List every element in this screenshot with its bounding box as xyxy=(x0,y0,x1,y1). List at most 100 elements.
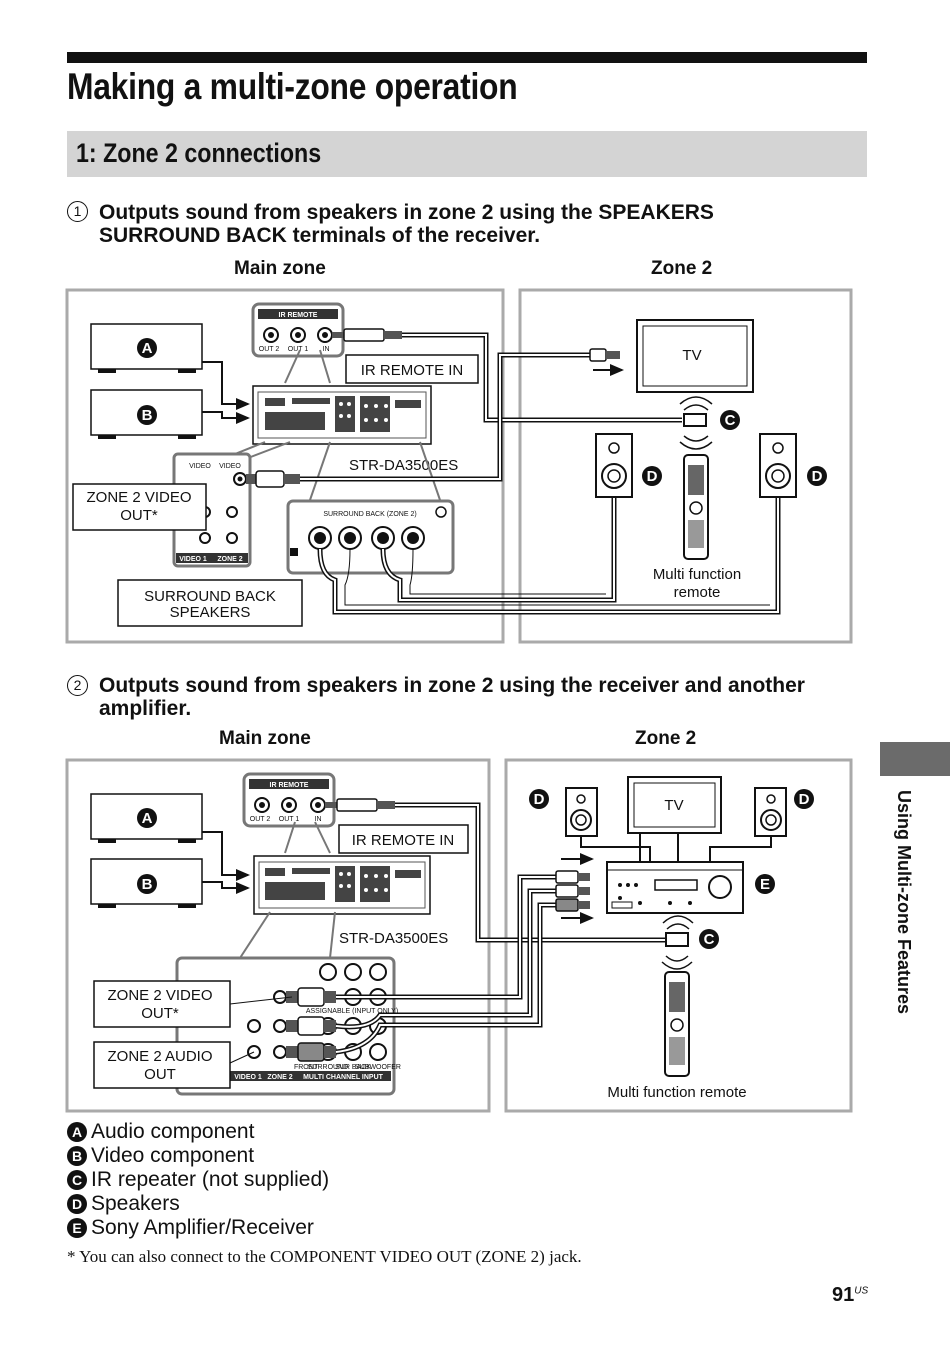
d1-tv: TV xyxy=(636,319,754,393)
svg-text:TV: TV xyxy=(664,797,683,814)
legend-text: Speakers xyxy=(91,1192,180,1215)
d1-multi-function-remote xyxy=(683,454,709,560)
legend-badge: B xyxy=(67,1146,87,1166)
svg-text:ZONE 2: ZONE 2 xyxy=(217,556,242,563)
svg-text:SUR BACK: SUR BACK xyxy=(335,1064,371,1071)
svg-text:IR REMOTE: IR REMOTE xyxy=(279,312,318,319)
svg-text:E: E xyxy=(760,876,770,893)
svg-text:B: B xyxy=(142,876,153,893)
svg-text:ZONE 2: ZONE 2 xyxy=(267,1074,292,1081)
svg-text:IN: IN xyxy=(315,816,322,823)
svg-text:MULTI CHANNEL INPUT: MULTI CHANNEL INPUT xyxy=(303,1074,384,1081)
d2-tv: TV xyxy=(627,776,722,834)
d1-ir-remote-in-label: IR REMOTE IN xyxy=(361,362,464,379)
d2-main-zone-frame xyxy=(65,758,491,1113)
svg-text:D: D xyxy=(799,791,810,808)
svg-text:D: D xyxy=(647,468,658,485)
legend-badge: E xyxy=(67,1218,87,1238)
legend-text: Video component xyxy=(91,1144,255,1167)
side-tab-text: Using Multi-zone Features xyxy=(894,790,914,1015)
svg-text:D: D xyxy=(812,468,823,485)
d2-ir-repeater: C xyxy=(661,915,719,970)
legend-badge: D xyxy=(67,1194,87,1214)
svg-text:C: C xyxy=(704,931,715,948)
d1-ir-remote-panel: IR REMOTE OUT 2 OUT 1 IN xyxy=(251,302,345,358)
d2-ir-remote-in-label: IR REMOTE IN xyxy=(352,832,455,849)
diagram-1: A B IR REMOTE OUT 2 OUT 1 IN xyxy=(65,288,853,644)
d1-video-component: B xyxy=(90,389,203,439)
d1-main-zone-frame xyxy=(65,288,505,644)
svg-text:OUT 2: OUT 2 xyxy=(250,816,271,823)
step1-text: Outputs sound from speakers in zone 2 us… xyxy=(99,201,714,247)
svg-text:VIDEO 1: VIDEO 1 xyxy=(179,556,207,563)
d2-audio-component: A xyxy=(90,793,203,843)
svg-text:A: A xyxy=(142,810,153,827)
page-number-value: 91 xyxy=(832,1284,855,1306)
d2-video-component: B xyxy=(90,858,203,908)
page-number: 91US xyxy=(832,1284,868,1307)
legend-text: IR repeater (not supplied) xyxy=(91,1168,330,1191)
d2-rca-plugs xyxy=(286,987,336,1062)
step2-number: 2 xyxy=(67,675,88,696)
svg-text:SUBWOOFER: SUBWOOFER xyxy=(355,1064,401,1071)
svg-text:TV: TV xyxy=(682,347,701,364)
d2-speaker-left: D xyxy=(529,787,598,837)
svg-text:VIDEO 1: VIDEO 1 xyxy=(234,1074,262,1081)
step1-number-circle: 1 xyxy=(67,201,88,222)
step1-zone2-label: Zone 2 xyxy=(651,258,713,279)
svg-text:OUT 1: OUT 1 xyxy=(288,346,309,353)
svg-text:FRONT: FRONT xyxy=(294,1064,319,1071)
step1-main-zone-label: Main zone xyxy=(234,258,326,279)
svg-text:IR REMOTE: IR REMOTE xyxy=(270,782,309,789)
legend-text: Audio component xyxy=(91,1120,255,1143)
d1-speaker-right: D xyxy=(759,433,827,498)
diagram-2: A B IR REMOTE OUT 2 OUT 1 IN IR REMOTE I… xyxy=(65,758,853,1113)
step2-number-circle: 2 xyxy=(67,675,88,696)
d2-receiver-rear-panel xyxy=(253,855,431,915)
svg-text:VIDEO: VIDEO xyxy=(189,463,211,470)
svg-text:OUT 2: OUT 2 xyxy=(259,346,280,353)
footnote: * You can also connect to the COMPONENT … xyxy=(67,1247,582,1266)
step2-zone2-label: Zone 2 xyxy=(635,728,697,749)
d1-ir-repeater: C xyxy=(679,396,740,450)
svg-text:IN: IN xyxy=(323,346,330,353)
d2-model-label: STR-DA3500ES xyxy=(339,930,448,947)
svg-text:VIDEO: VIDEO xyxy=(219,463,241,470)
d2-ir-remote-panel: IR REMOTE OUT 2 OUT 1 IN xyxy=(242,772,336,828)
step2-main-zone-label: Main zone xyxy=(219,728,311,749)
step1-number: 1 xyxy=(67,201,88,222)
section-band xyxy=(67,131,867,177)
svg-text:OUT 1: OUT 1 xyxy=(279,816,300,823)
page-title: Making a multi-zone operation xyxy=(67,66,518,107)
d2-remote-label: Multi function remote xyxy=(607,1084,746,1101)
d2-output-panel: ASSIGNABLE (INPUT ONLY) FRONT SURROUND S… xyxy=(175,956,401,1096)
d1-video-out-panel: VIDEO VIDEO VIDEO 1 ZONE 2 xyxy=(172,452,252,568)
svg-text:D: D xyxy=(534,791,545,808)
step2-text: Outputs sound from speakers in zone 2 us… xyxy=(99,674,805,720)
title-rule xyxy=(67,52,867,63)
d2-sony-amplifier: E xyxy=(606,861,775,914)
d1-zone2-frame xyxy=(518,288,853,644)
svg-text:C: C xyxy=(725,412,736,429)
svg-text:SURROUND BACK (ZONE 2): SURROUND BACK (ZONE 2) xyxy=(323,511,416,518)
legend-badge: C xyxy=(67,1170,87,1190)
page-number-suffix: US xyxy=(854,1285,869,1297)
svg-text:ASSIGNABLE (INPUT ONLY): ASSIGNABLE (INPUT ONLY) xyxy=(306,1008,398,1015)
d1-audio-component: A xyxy=(90,323,203,373)
d1-model-label: STR-DA3500ES xyxy=(349,457,458,474)
side-tab-marker xyxy=(880,742,950,776)
d1-receiver-rear-panel xyxy=(252,385,432,445)
d1-speaker-left: D xyxy=(595,433,662,498)
svg-text:SURROUND: SURROUND xyxy=(308,1064,348,1071)
svg-text:B: B xyxy=(142,407,153,424)
